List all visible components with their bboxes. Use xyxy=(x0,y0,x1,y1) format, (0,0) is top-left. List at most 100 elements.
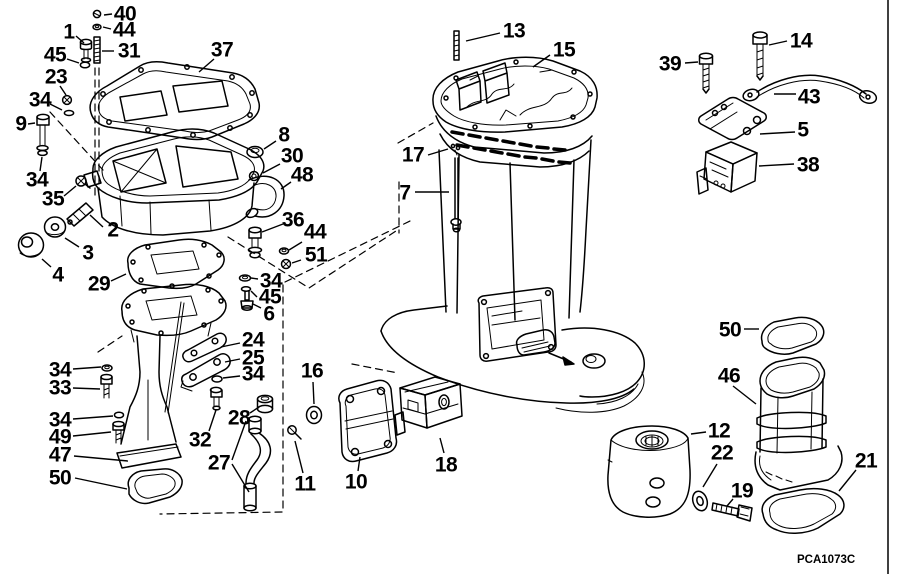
callout-43-46: 43 xyxy=(798,86,820,109)
studs-13-17-7-drawing xyxy=(450,30,462,233)
leader-line-23-5 xyxy=(59,85,67,96)
leader-line-10-38 xyxy=(357,456,361,472)
callout-35-9: 35 xyxy=(42,188,65,211)
leader-line-32-28 xyxy=(208,409,217,432)
leader-line-48-17 xyxy=(280,181,292,190)
leader-line-24-24 xyxy=(220,342,241,348)
leader-line-19-53 xyxy=(726,498,734,507)
leader-line-33-31 xyxy=(72,387,101,390)
callout-49-33: 49 xyxy=(49,426,71,449)
leader-line-2-10 xyxy=(89,214,104,228)
oil-pan-drawing xyxy=(83,128,265,236)
callout-40-0: 40 xyxy=(114,3,136,26)
callout-18-39: 18 xyxy=(435,454,458,477)
callout-7-43: 7 xyxy=(399,182,410,205)
gasket-50-right-drawing xyxy=(760,316,825,355)
leader-line-14-45 xyxy=(768,40,788,46)
module-38-drawing xyxy=(696,141,758,195)
bolt-19-drawing xyxy=(711,502,753,522)
leader-line-47-34 xyxy=(73,455,129,462)
callout-layer: 4044131452334934352343729830483644513445… xyxy=(15,3,878,507)
callout-27-29: 27 xyxy=(208,452,230,475)
screw-11-drawing xyxy=(287,425,302,440)
leader-line-35-9 xyxy=(63,185,77,197)
leader-line-11-37 xyxy=(294,440,304,474)
callout-12-51: 12 xyxy=(708,420,730,443)
callout-30-16: 30 xyxy=(281,145,303,168)
gasket-50-left-drawing xyxy=(127,468,183,505)
callout-16-36: 16 xyxy=(301,360,323,383)
callout-6-23: 6 xyxy=(263,303,274,326)
leader-line-45-4 xyxy=(66,58,80,64)
exhaust-elbow-48-drawing xyxy=(245,175,285,219)
leader-line-34-30 xyxy=(72,366,102,370)
link-plates-24-25-drawing xyxy=(180,332,231,392)
callout-38-48: 38 xyxy=(797,154,820,177)
fasteners-lower-left-drawing xyxy=(100,364,274,444)
callout-44-19: 44 xyxy=(304,221,327,244)
callout-28-27: 28 xyxy=(228,407,251,430)
leader-line-34-6 xyxy=(49,103,63,111)
callout-9-7: 9 xyxy=(15,113,26,136)
exhaust-tube-47-drawing xyxy=(116,301,185,469)
leader-line-25-25 xyxy=(224,358,241,363)
water-tube-27-drawing xyxy=(243,415,272,512)
leader-line-40-0 xyxy=(103,13,113,16)
callout-48-17: 48 xyxy=(291,164,314,187)
callout-51-20: 51 xyxy=(305,244,328,267)
callout-33-31: 33 xyxy=(49,377,71,400)
callout-34-26: 34 xyxy=(242,363,265,386)
midsection-housing-15-drawing xyxy=(380,56,645,413)
bolt-39-drawing xyxy=(698,52,714,94)
leader-line-34-32 xyxy=(72,415,114,420)
washer-22-drawing xyxy=(691,490,709,512)
leader-line-44-1 xyxy=(102,26,112,30)
callout-45-4: 45 xyxy=(44,44,67,67)
leader-line-28-27 xyxy=(249,406,260,414)
callout-46-50: 46 xyxy=(718,365,740,388)
leader-line-16-36 xyxy=(312,381,315,405)
leader-line-36-18 xyxy=(261,223,284,233)
callout-25-25: 25 xyxy=(242,347,265,370)
leader-line-49-33 xyxy=(72,431,112,437)
leader-line-51-20 xyxy=(291,259,302,264)
callout-21-54: 21 xyxy=(855,450,878,473)
callout-29-14: 29 xyxy=(88,273,110,296)
leader-line-34-8 xyxy=(39,156,43,172)
callout-47-34: 47 xyxy=(49,444,71,467)
callout-1-2: 1 xyxy=(63,21,75,44)
leader-line-18-39 xyxy=(439,437,445,454)
callout-19-53: 19 xyxy=(731,480,753,503)
clamp-housing-12-drawing xyxy=(607,425,691,518)
callout-10-38: 10 xyxy=(345,471,367,494)
leader-line-8-15 xyxy=(263,140,277,150)
leader-line-46-50 xyxy=(732,385,757,405)
leader-line-34-26 xyxy=(222,375,241,379)
leader-line-3-11 xyxy=(64,237,80,248)
bolt-14-drawing xyxy=(752,31,768,81)
callout-50-35: 50 xyxy=(49,467,71,490)
leader-line-27-29 xyxy=(231,420,247,461)
callout-14-45: 14 xyxy=(790,30,813,53)
leader-line-45-22 xyxy=(250,290,258,298)
callout-34-6: 34 xyxy=(29,89,52,112)
leader-line-44-19 xyxy=(288,241,303,251)
dashed-alignment-lines xyxy=(49,67,434,515)
leader-line-13-40 xyxy=(465,32,501,42)
callout-44-1: 44 xyxy=(113,19,136,42)
leader-line-4-12 xyxy=(41,258,52,268)
leader-line-39-44 xyxy=(684,61,699,64)
callout-4-12: 4 xyxy=(52,264,64,287)
leader-line-9-7 xyxy=(27,122,36,125)
leader-line-22-52 xyxy=(702,463,718,488)
driveshaft-housing-flange-drawing xyxy=(121,283,227,343)
leader-line-37-13 xyxy=(198,58,215,73)
callout-3-11: 3 xyxy=(82,242,93,265)
ground-strap-43-drawing xyxy=(742,74,878,104)
callout-11-37: 11 xyxy=(294,473,316,496)
leader-line-17-42 xyxy=(427,148,449,156)
callout-50-49: 50 xyxy=(719,319,741,342)
callout-39-44: 39 xyxy=(659,53,681,76)
leader-line-38-48 xyxy=(758,163,795,167)
